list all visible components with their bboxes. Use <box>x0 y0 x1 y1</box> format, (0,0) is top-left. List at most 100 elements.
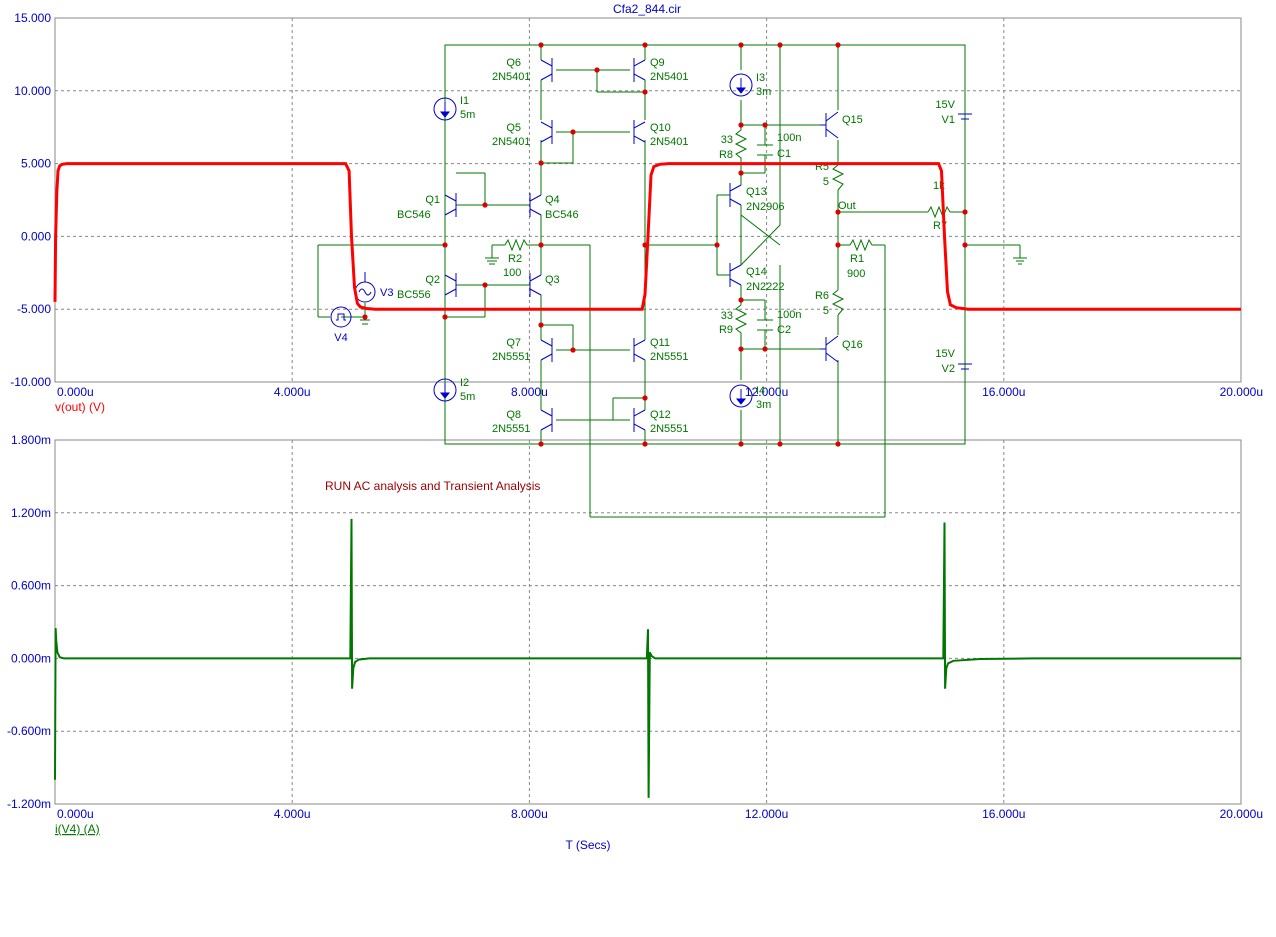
component-ref-label: Q16 <box>842 339 863 351</box>
schematic-capacitors <box>757 144 773 331</box>
component-value-label: 33 <box>721 310 733 322</box>
component-ref-label: I4 <box>756 385 765 397</box>
component-ref-label: R9 <box>719 324 733 336</box>
component-ref-label: V3 <box>380 287 393 299</box>
x-tick-label: 8.000u <box>511 385 548 399</box>
component-ref-label: Q14 <box>746 266 767 278</box>
node-dot <box>482 202 488 208</box>
component-ref-label: Q11 <box>650 337 670 349</box>
component-value-label: 15V <box>935 348 955 360</box>
top-plot-expression-label[interactable]: v(out) (V) <box>55 400 105 414</box>
y-tick-label: 15.000 <box>14 11 51 25</box>
node-dot <box>538 42 544 48</box>
component-ref-label: C2 <box>777 324 791 336</box>
node-dot <box>642 441 648 447</box>
node-dot <box>442 314 448 320</box>
y-tick-label: -1.200m <box>7 797 51 811</box>
component-ref-label: Q5 <box>506 122 521 134</box>
component-ref-label: V1 <box>942 114 955 126</box>
plot-title: Cfa2_844.cir <box>613 2 681 16</box>
component-ref-label: Q8 <box>506 409 521 421</box>
component-value-label: 900 <box>847 268 865 280</box>
component-ref-label: V4 <box>334 332 347 344</box>
y-tick-label: 10.000 <box>14 84 51 98</box>
component-value-label: 5m <box>460 391 475 403</box>
component-value-label: 2N5551 <box>492 351 531 363</box>
component-value-label: BC546 <box>545 209 579 221</box>
y-tick-label: 0.600m <box>11 579 51 593</box>
x-tick-label: 12.000u <box>745 385 788 399</box>
node-dot <box>538 242 544 248</box>
schematic-wires <box>317 44 1027 518</box>
component-value-label: 3m <box>756 399 771 411</box>
x-tick-label: 8.000u <box>511 807 548 821</box>
node-dot <box>442 242 448 248</box>
node-dot <box>835 42 841 48</box>
node-dot <box>642 395 648 401</box>
component-value-label: 15V <box>935 99 955 111</box>
node-dot <box>538 322 544 328</box>
node-dot <box>962 209 968 215</box>
net-label-out: Out <box>838 200 856 212</box>
component-ref-label: R1 <box>850 253 864 265</box>
bottom-plot-frame <box>54 439 1242 805</box>
component-ref-label: I1 <box>460 95 469 107</box>
component-value-label: 5 <box>823 176 829 188</box>
node-dot <box>538 441 544 447</box>
iv4-trace[interactable] <box>54 518 1241 798</box>
component-ref-label: Q4 <box>545 194 560 206</box>
node-dot <box>835 242 841 248</box>
x-axis-label: T (Secs) <box>565 838 610 852</box>
vout-trace[interactable] <box>53 162 1241 311</box>
y-tick-label: 1.800m <box>11 433 51 447</box>
component-ref-label: Q2 <box>425 274 440 286</box>
node-dot <box>642 89 648 95</box>
component-value-label: 3m <box>756 86 771 98</box>
node-dot <box>482 282 488 288</box>
schematic-current-sources <box>433 73 753 408</box>
component-value-label: 100n <box>777 309 801 321</box>
node-dot <box>642 42 648 48</box>
bottom-plot-expression-label[interactable]: i(V4) (A) <box>55 822 100 836</box>
component-value-label: 2N2906 <box>746 201 785 213</box>
component-ref-label: Q7 <box>506 337 521 349</box>
run-note: RUN AC analysis and Transient Analysis <box>325 479 540 493</box>
y-tick-label: 0.000 <box>21 229 51 243</box>
component-value-label: 33 <box>721 134 733 146</box>
bottom-plot-grid <box>55 440 1241 804</box>
component-ref-label: Q10 <box>650 122 671 134</box>
node-dot <box>962 242 968 248</box>
component-value-label: 2N5401 <box>492 71 531 83</box>
node-dot <box>835 441 841 447</box>
component-ref-label: Q6 <box>506 57 521 69</box>
component-ref-label: Q9 <box>650 57 665 69</box>
y-tick-label: 1.200m <box>11 506 51 520</box>
node-dot <box>738 170 744 176</box>
node-dot <box>594 67 600 73</box>
x-tick-label: 16.000u <box>982 385 1025 399</box>
node-dot <box>570 129 576 135</box>
x-tick-label: 12.000u <box>745 807 788 821</box>
schematic-transistors <box>444 58 839 432</box>
y-tick-label: 0.000m <box>11 651 51 665</box>
y-tick-label: -0.600m <box>7 724 51 738</box>
component-ref-label: R8 <box>719 149 733 161</box>
schematic-labels: Q62N5401Q92N5401Q52N5401Q102N5401Q1BC546… <box>334 57 955 435</box>
x-tick-label: 4.000u <box>274 807 311 821</box>
x-tick-label: 0.000u <box>57 385 94 399</box>
node-dot <box>538 160 544 166</box>
top-plot-grid <box>55 18 1241 382</box>
x-tick-label: 20.000u <box>1220 807 1263 821</box>
node-dot <box>362 314 368 320</box>
node-dot <box>570 347 576 353</box>
node-dot <box>738 297 744 303</box>
component-ref-label: Q13 <box>746 186 767 198</box>
component-ref-label: C1 <box>777 148 791 160</box>
component-ref-label: V2 <box>942 363 955 375</box>
